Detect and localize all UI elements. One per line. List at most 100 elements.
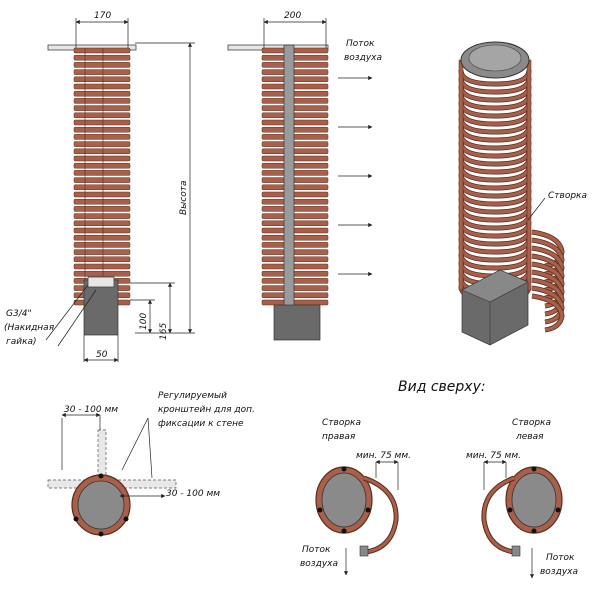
dim-height-label: Высота [179,181,189,216]
bracket-label-1: Регулируемый [158,391,227,401]
side-slat [261,278,329,284]
front-slat-stack [73,47,131,306]
front-slat [73,126,131,133]
iso-ring-face [459,149,531,166]
iso-ring-face [459,237,531,254]
front-slat [73,54,131,61]
side-slat [261,76,329,83]
front-slat [73,234,131,241]
side-slat [261,105,329,111]
top-view-title: Вид сверху: [398,379,486,395]
front-slat [73,62,131,68]
flap-right-label-2: правая [322,432,356,442]
side-slat [261,47,329,54]
side-slat [261,141,329,147]
dim-width-170: 170 [94,11,111,21]
nut-label-2: гайка) [6,337,37,347]
airflow-bl-label: Поток [302,545,331,555]
flap-right-label-1: Створка [322,418,361,428]
iso-ring-face [459,69,531,86]
iso-left-edge [458,59,464,291]
front-slat [73,76,131,83]
iso-ring-face [459,189,531,206]
flap-3d-label: Створка [548,191,587,201]
side-slat [261,126,329,133]
side-slat [261,54,329,61]
front-slat [73,141,131,147]
side-slat [261,98,329,104]
side-slat [261,256,329,263]
front-base [83,279,119,336]
front-slat [73,155,131,162]
side-slat [261,270,329,277]
front-slat [73,90,131,97]
side-slat [261,198,329,205]
front-slat [73,184,131,191]
side-slat [261,90,329,97]
airflow-br-label-2: воздуха [540,567,578,577]
front-slat [73,162,131,169]
front-slat [73,242,131,248]
range-right-label: 30 - 100 мм [166,489,220,499]
side-slat [261,69,329,75]
iso-flap-slat-face [531,286,564,324]
airflow-bl-label-2: воздуха [300,559,338,569]
flap-left-label-2: левая [515,432,544,442]
airflow-label-2: воздуха [344,53,382,63]
nut-label: (Накидная [4,323,55,333]
front-slat [73,256,131,263]
side-slat [261,148,329,155]
side-slat [261,83,329,90]
side-slat [261,299,329,306]
airflow-arrows [338,75,373,277]
front-slat [73,249,131,255]
iso-ring-face [459,101,531,118]
side-slat-stack [261,47,329,306]
front-slat [73,191,131,198]
side-slat [261,119,329,126]
iso-ring-face [459,85,531,102]
front-slat [73,119,131,126]
iso-ring-face [459,173,531,190]
iso-ring-face [459,141,531,158]
side-slat [261,242,329,248]
front-slat [73,134,131,140]
side-slat [261,170,329,176]
front-slat [73,227,131,234]
bracket-label-3: фиксации к стене [158,419,244,429]
iso-ring-face [459,205,531,222]
dim-width-200: 200 [284,11,301,21]
airflow-br-label: Поток [546,553,575,563]
iso-ring-face [459,197,531,214]
isometric-view: Створка [458,41,587,346]
front-slat [73,47,131,54]
iso-ring-face [459,77,531,94]
front-nut [87,276,115,288]
side-slat [261,234,329,241]
side-slat [261,155,329,162]
side-slat [261,184,329,191]
iso-ring-face [459,93,531,110]
side-slat [261,249,329,255]
side-slat [261,62,329,68]
front-slat [73,198,131,205]
iso-open-flap [531,229,565,333]
front-view: 170 Высота 165 100 50 G3/4" (Накидная га… [4,11,195,363]
iso-ring-face [459,181,531,198]
iso-ring-stack [458,59,532,303]
airflow-label: Поток [346,39,375,49]
iso-right-edge [526,59,532,291]
iso-ring-face [459,109,531,126]
side-base [273,304,321,341]
front-slat [73,69,131,75]
iso-ring-face [459,221,531,238]
dim-50: 50 [96,350,108,360]
iso-ring-face [459,245,531,262]
iso-ring-face [459,157,531,174]
front-slat [73,112,131,119]
front-slat [73,83,131,90]
flap-left-label-1: Створка [512,418,551,428]
bracket-view: 30 - 100 мм 30 - 100 мм Регулируемый кро… [47,391,255,537]
